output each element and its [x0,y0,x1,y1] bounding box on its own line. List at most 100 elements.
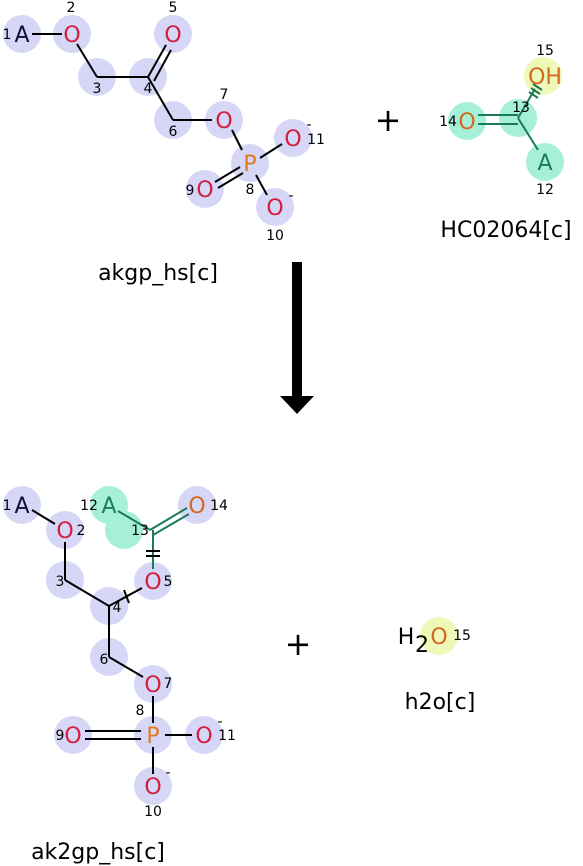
atom-index: 4 [144,81,153,97]
reaction-arrow [280,262,314,414]
atom-highlight [448,102,486,140]
charge-label: - [288,188,293,204]
bond [31,509,56,525]
atom-highlight [53,15,91,53]
atom-symbol: O [215,109,232,134]
atom-index: 15 [536,43,554,59]
atom-symbol: O [64,724,81,749]
atom-symbol: OH [528,65,562,90]
atom-index: 3 [56,574,65,590]
molecule-hc02064: OH O A 15 13 14 12 HC02064[c] [439,43,571,243]
bond [117,510,151,531]
atom-index: 1 [3,498,12,514]
molecule-name: akgp_hs[c] [98,261,218,286]
atom-highlight [134,716,172,754]
charge-label: - [165,765,170,781]
charge-label: - [306,117,311,133]
atom-highlight [3,486,41,524]
molecule-name: h2o[c] [405,690,476,715]
atom-index: 10 [266,228,284,244]
molecule-h2o: H 2 O 15 h2o[c] [398,617,476,715]
atom-highlight [154,15,192,53]
atom-symbol: H [398,625,415,650]
bond [149,507,188,531]
atom-index: 15 [453,628,471,644]
bond [532,83,543,91]
atom-symbol: O [284,127,301,152]
atom-index: 14 [210,498,228,514]
atom-index: 2 [77,523,86,539]
atom-highlight [134,562,172,600]
atom-index: 5 [169,0,178,16]
atom-symbol: A [101,494,116,519]
atom-index: 14 [439,114,457,130]
atom-index: 13 [131,523,149,539]
bond [517,117,539,151]
atom-highlight [231,144,269,182]
atom-highlight [526,143,564,181]
atom-index: 8 [136,703,145,719]
atom-index: 5 [164,574,173,590]
bond [76,43,98,78]
atom-index: 4 [113,600,122,616]
atom-highlight [186,170,224,208]
atom-index: 6 [100,652,109,668]
bond [259,143,283,159]
plus-sign: + [285,625,312,663]
bond [64,579,110,607]
bond [217,172,244,189]
atom-highlight [420,617,458,655]
atom-index: 8 [246,182,255,198]
atom-symbol: O [164,23,181,48]
bond [123,589,130,604]
atom-symbol: O [188,494,205,519]
atom-highlight [134,767,172,805]
bond [108,587,143,607]
atom-index: 12 [536,182,554,198]
atom-index: 9 [56,728,65,744]
atom-symbol: O [266,196,283,221]
bond [214,166,241,183]
bond [147,76,174,121]
bond [153,49,172,82]
atom-symbol: O [63,23,80,48]
atom-highlight [46,511,84,549]
atom-highlight [256,188,294,226]
atom-index: 11 [307,132,325,148]
atom-index: 6 [169,124,178,140]
charge-label: - [217,714,222,730]
atom-index: 7 [220,87,229,103]
bond [255,174,268,196]
plus-sign: + [375,101,402,139]
atom-index: 9 [186,183,195,199]
atom-symbol: O [196,178,213,203]
molecule-akgp-hs: A O O O P O O O - - 1 2 3 4 5 6 7 8 9 10… [3,0,325,286]
atom-symbol: A [537,151,552,176]
atom-index: 11 [218,728,236,744]
atom-highlight [274,119,312,157]
atom-symbol: A [14,494,29,519]
bond [108,656,144,678]
atom-index: 13 [512,100,530,116]
atom-symbol: O [56,519,73,544]
atom-symbol: P [146,724,159,749]
atom-symbol: O [144,570,161,595]
atom-symbol: A [14,23,29,48]
atom-index: 12 [80,498,98,514]
atom-highlight [3,15,41,53]
atom-index: 1 [3,27,12,43]
atom-highlight [205,101,243,139]
atom-symbol: P [243,152,256,177]
atom-highlight [134,665,172,703]
bond [528,91,539,99]
atom-symbol: O [430,625,447,650]
atom-symbol: O [458,110,475,135]
molecule-ak2gp-hs: A O O O P O O O A O - - 1 2 3 4 5 6 7 8 … [3,486,236,865]
atom-index: 2 [67,0,76,16]
atom-index: 7 [164,676,173,692]
atom-symbol: O [144,673,161,698]
bond [231,129,243,151]
arrow-head [280,396,314,414]
atom-index: 3 [93,81,102,97]
